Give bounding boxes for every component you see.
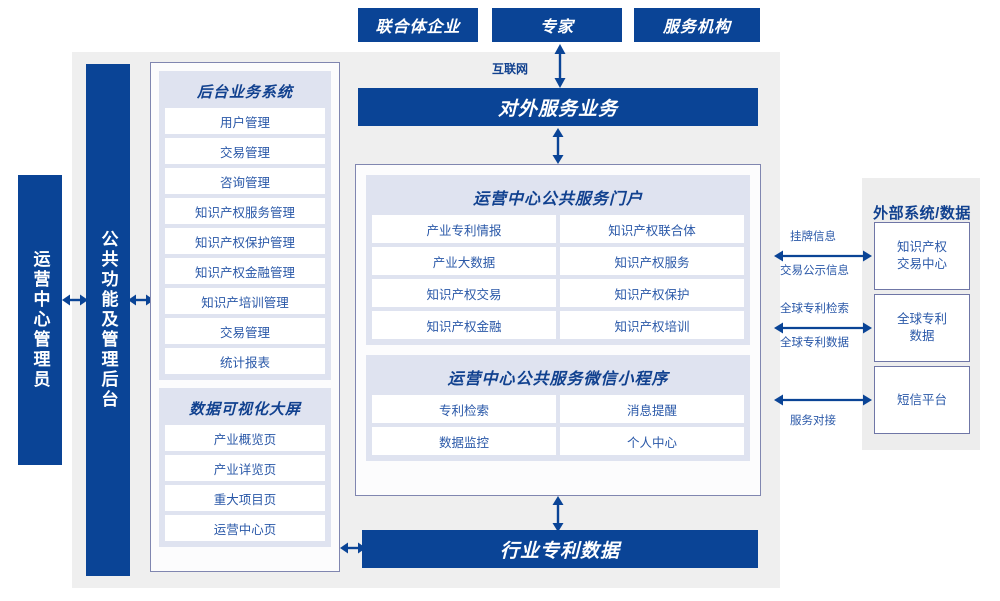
portal-group: 运营中心公共服务门户 产业专利情报 知识产权联合体 产业大数据 知识产权服务 知… bbox=[366, 175, 750, 345]
miniprogram-item[interactable]: 数据监控 bbox=[372, 427, 556, 455]
backend-system-title: 后台业务系统 bbox=[196, 84, 293, 101]
backend-item[interactable]: 交易管理 bbox=[165, 318, 325, 344]
backend-item[interactable]: 知识产权金融管理 bbox=[165, 258, 325, 284]
role-bar-common-backend[interactable]: 公共功能及管理后台 bbox=[86, 64, 130, 576]
portal-card: 运营中心公共服务门户 产业专利情报 知识产权联合体 产业大数据 知识产权服务 知… bbox=[355, 164, 761, 496]
internet-label: 互联网 bbox=[492, 62, 529, 76]
external-system-label: 短信平台 bbox=[896, 392, 947, 407]
portal-item[interactable]: 知识产权交易 bbox=[372, 279, 556, 307]
internet-arrow bbox=[554, 44, 566, 88]
external-service-bar[interactable]: 对外服务业务 bbox=[358, 88, 758, 126]
external-system-sms-platform[interactable]: 短信平台 bbox=[874, 366, 970, 434]
miniprogram-item[interactable]: 个人中心 bbox=[560, 427, 744, 455]
portal-to-data-arrow bbox=[552, 496, 564, 532]
external-system-label: 全球专利 数据 bbox=[896, 312, 947, 343]
portal-item[interactable]: 产业专利情报 bbox=[372, 215, 556, 243]
external-panel-title: 外部系统/数据 bbox=[873, 205, 971, 222]
external-link-label-below-2: 全球专利数据 bbox=[780, 337, 849, 349]
portal-item[interactable]: 知识产权保护 bbox=[560, 279, 744, 307]
miniprogram-title: 运营中心公共服务微信小程序 bbox=[447, 371, 669, 388]
backend-system-group: 后台业务系统 用户管理 交易管理 咨询管理 知识产权服务管理 知识产权保护管理 … bbox=[159, 71, 331, 380]
miniprogram-grid: 专利检索 消息提醒 数据监控 个人中心 bbox=[372, 395, 744, 455]
external-link-arrow-3 bbox=[774, 394, 872, 406]
backend-card: 后台业务系统 用户管理 交易管理 咨询管理 知识产权服务管理 知识产权保护管理 … bbox=[150, 62, 340, 572]
backend-item[interactable]: 知识产权保护管理 bbox=[165, 228, 325, 254]
portal-item[interactable]: 知识产权联合体 bbox=[560, 215, 744, 243]
role-bar-operation-admin[interactable]: 运营中心管理员 bbox=[18, 175, 62, 465]
role-link-arrow-1 bbox=[62, 294, 88, 306]
data-screen-group: 数据可视化大屏 产业概览页 产业详览页 重大项目页 运营中心页 bbox=[159, 388, 331, 547]
portal-item[interactable]: 知识产权服务 bbox=[560, 247, 744, 275]
top-actor-expert[interactable]: 专家 bbox=[492, 8, 622, 42]
data-screen-title: 数据可视化大屏 bbox=[188, 401, 301, 418]
backend-item[interactable]: 统计报表 bbox=[165, 348, 325, 374]
portal-item[interactable]: 知识产权金融 bbox=[372, 311, 556, 339]
data-screen-item[interactable]: 产业概览页 bbox=[165, 425, 325, 451]
backend-item[interactable]: 知识产权服务管理 bbox=[165, 198, 325, 224]
miniprogram-group: 运营中心公共服务微信小程序 专利检索 消息提醒 数据监控 个人中心 bbox=[366, 355, 750, 461]
service-to-portal-arrow bbox=[552, 128, 564, 164]
external-link-label-above-1: 挂牌信息 bbox=[790, 231, 836, 243]
external-link-label-above-2: 全球专利检索 bbox=[780, 303, 849, 315]
external-link-label-below-3: 服务对接 bbox=[790, 415, 836, 427]
external-system-label: 知识产权 交易中心 bbox=[896, 240, 947, 271]
external-system-ip-exchange[interactable]: 知识产权 交易中心 bbox=[874, 222, 970, 290]
data-screen-item[interactable]: 产业详览页 bbox=[165, 455, 325, 481]
top-actor-lianheti[interactable]: 联合体企业 bbox=[358, 8, 478, 42]
portal-title: 运营中心公共服务门户 bbox=[472, 191, 643, 208]
data-screen-item[interactable]: 运营中心页 bbox=[165, 515, 325, 541]
external-link-arrow-2 bbox=[774, 322, 872, 334]
miniprogram-item[interactable]: 专利检索 bbox=[372, 395, 556, 423]
external-link-label-below-1: 交易公示信息 bbox=[780, 265, 849, 277]
external-system-global-patent[interactable]: 全球专利 数据 bbox=[874, 294, 970, 362]
portal-item[interactable]: 知识产权培训 bbox=[560, 311, 744, 339]
external-link-arrow-1 bbox=[774, 250, 872, 262]
portal-grid: 产业专利情报 知识产权联合体 产业大数据 知识产权服务 知识产权交易 知识产权保… bbox=[372, 215, 744, 339]
backend-item[interactable]: 用户管理 bbox=[165, 108, 325, 134]
backend-item[interactable]: 咨询管理 bbox=[165, 168, 325, 194]
miniprogram-item[interactable]: 消息提醒 bbox=[560, 395, 744, 423]
data-screen-item[interactable]: 重大项目页 bbox=[165, 485, 325, 511]
top-actor-service-org[interactable]: 服务机构 bbox=[634, 8, 760, 42]
backend-item[interactable]: 知识产培训管理 bbox=[165, 288, 325, 314]
portal-item[interactable]: 产业大数据 bbox=[372, 247, 556, 275]
industry-patent-data-bar[interactable]: 行业专利数据 bbox=[362, 530, 758, 568]
backend-item[interactable]: 交易管理 bbox=[165, 138, 325, 164]
